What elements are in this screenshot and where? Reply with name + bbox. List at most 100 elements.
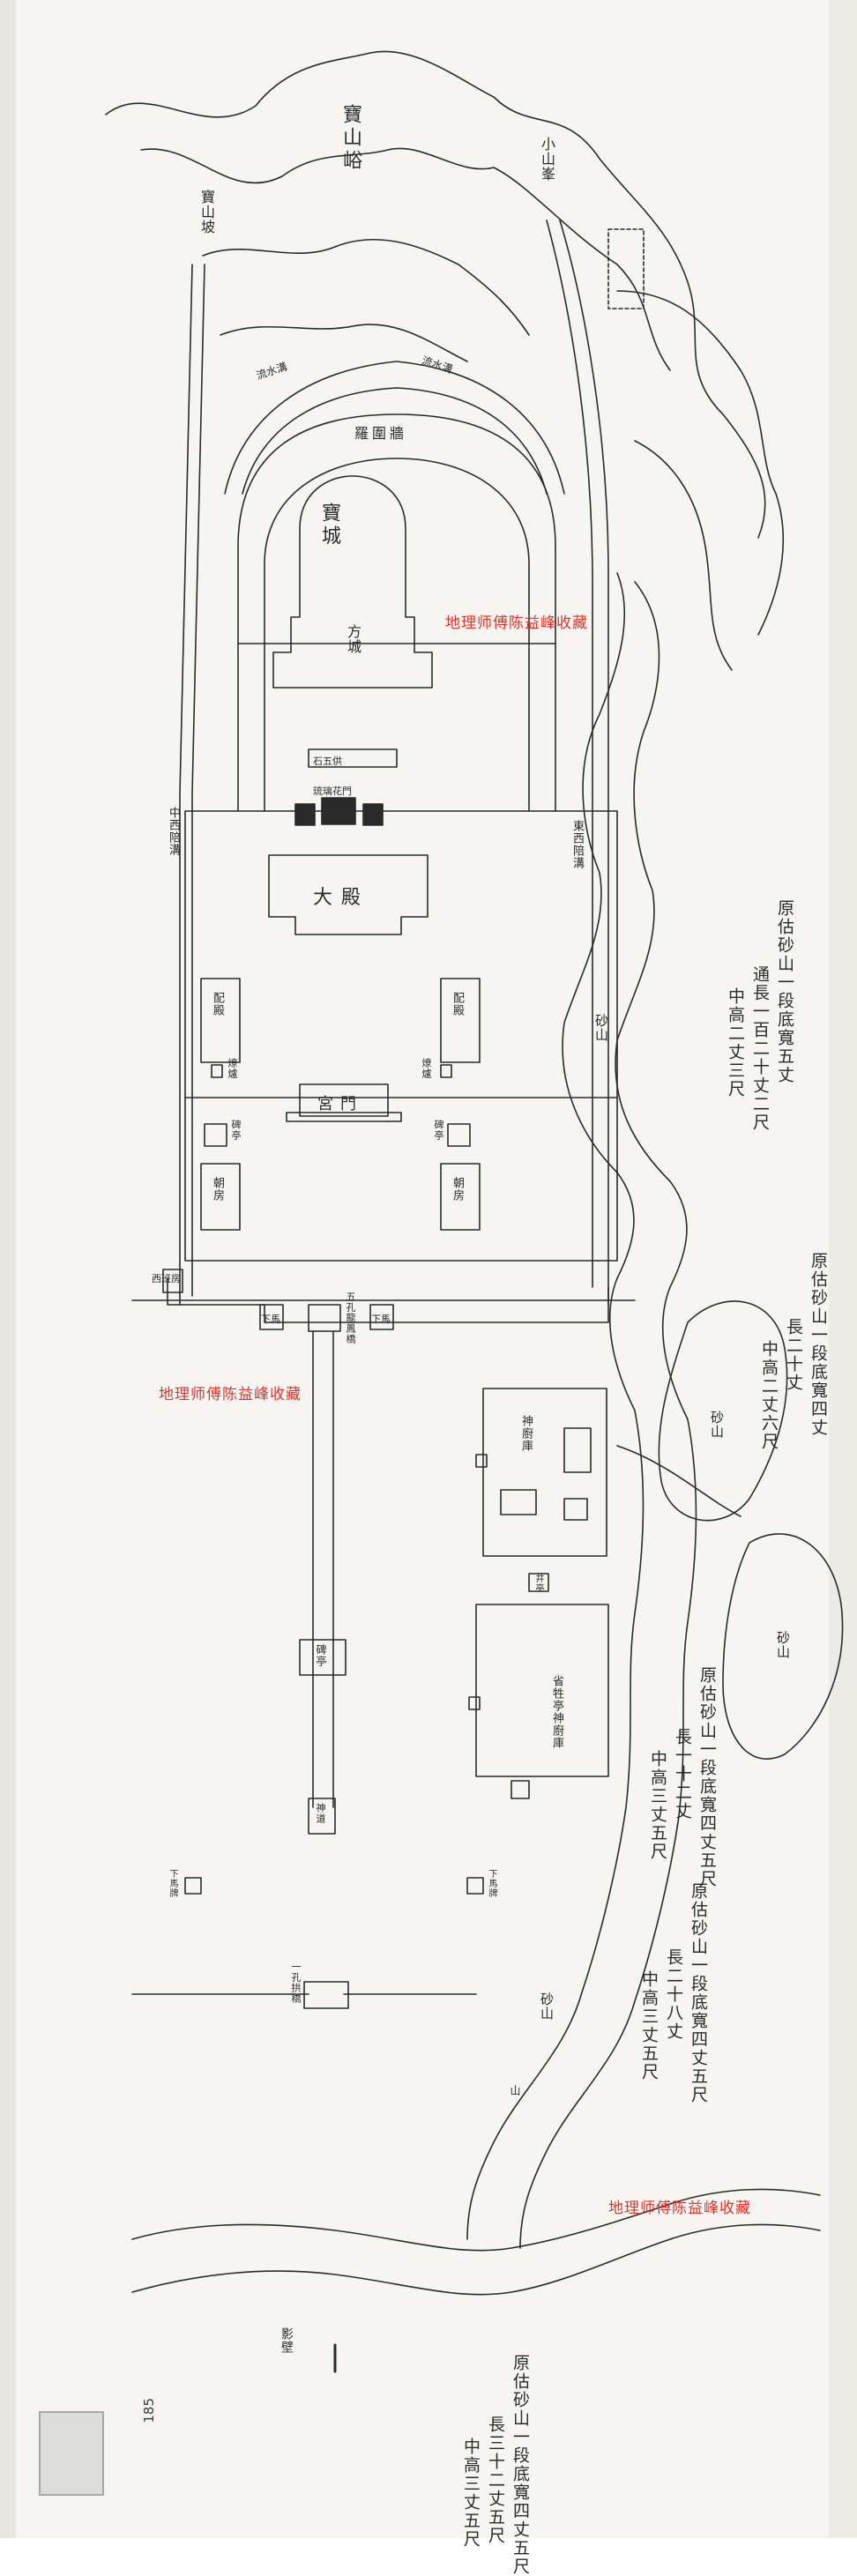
luo-wei-qiang-arc-inner	[242, 387, 548, 495]
south-bridge-box	[303, 1981, 349, 2009]
east-house-box	[440, 1163, 481, 1231]
note-1-col-1: 原估砂山一段底寬五丈	[775, 899, 794, 1084]
collector-seal-icon	[39, 2411, 104, 2496]
note-1-col-2: 通長一百二十丈二尺	[750, 965, 770, 1132]
mountain-range	[105, 50, 766, 539]
sand-hill-lobe-2	[722, 1533, 844, 1760]
west-pavilion-box	[204, 1123, 227, 1147]
chef-compound-box	[482, 1388, 607, 1557]
west-house-box	[200, 1163, 241, 1231]
paper-shadow-left	[0, 0, 16, 2538]
note-1-col-3: 中高二丈三尺	[726, 987, 745, 1098]
sacrifice-gate	[468, 1696, 481, 1710]
east-house-label: 朝房	[451, 1177, 464, 1202]
east-drain-label: 東西陪溝	[570, 820, 584, 869]
mountain-ridge-2	[202, 238, 530, 336]
east-wall-line	[559, 220, 609, 1306]
mountain-label: 山	[509, 2085, 521, 2096]
watermark-2: 地理师傅陈益峰收藏	[159, 1386, 302, 1403]
mountain-ridge-3	[220, 324, 468, 362]
east-burner-box	[440, 1064, 452, 1078]
dragon-bridge-box	[308, 1304, 341, 1332]
note-5-col-1: 原估砂山一段底寬四丈五尺	[510, 2354, 530, 2576]
note-3-col-1: 原估砂山一段底寬四丈五尺	[697, 1666, 717, 1888]
luo-wei-qiang-label: 羅圍牆	[354, 425, 408, 442]
sacrifice-compound-box	[475, 1604, 609, 1777]
palace-gate-step	[286, 1112, 402, 1122]
sand-hill-label-3: 砂山	[775, 1631, 791, 1659]
west-side-hall-box	[200, 978, 241, 1063]
note-4-col-1: 原估砂山一段底寬四丈五尺	[689, 1882, 708, 2104]
dragon-bridge-label: 五孔龍鳳橋	[345, 1292, 356, 1344]
mountain-ridge-inner	[140, 147, 671, 371]
east-pavilion-box	[447, 1123, 471, 1147]
left-gate-house	[259, 1304, 284, 1330]
west-gate-house-label: 下馬	[261, 1314, 280, 1325]
bottom-hill-2	[131, 2188, 821, 2252]
ravine-curve-1	[616, 1445, 741, 1517]
dismount-right-label: 下馬牌	[487, 1869, 496, 1898]
note-4-col-2: 長二十八丈	[664, 1948, 683, 2041]
gate-top-mid	[321, 797, 356, 825]
chef-gate	[475, 1454, 488, 1468]
spirit-road-label: 神道	[315, 1803, 326, 1824]
dismount-left-label: 下馬牌	[168, 1869, 177, 1898]
east-side-hall-label: 配殿	[451, 992, 464, 1016]
stone-altar	[308, 748, 398, 768]
palace-gate-label: 宮門	[317, 1095, 363, 1113]
sand-hill-lobe-1	[658, 1300, 788, 1522]
note-4-col-3: 中高三丈五尺	[639, 1970, 659, 2081]
main-peak-label: 寶山峪	[339, 104, 361, 173]
south-bridge-label: 一孔拱橋	[290, 1962, 302, 2004]
west-wall-line-outer	[191, 264, 205, 1297]
fang-cheng-label: 方城	[345, 624, 361, 654]
hill-ridge-right	[616, 290, 785, 636]
chef-inner-3	[563, 1498, 588, 1521]
well-pavilion-box	[528, 1573, 549, 1592]
dismount-left-box	[184, 1877, 202, 1895]
watermark-1: 地理师傅陈益峰收藏	[445, 614, 588, 632]
west-side-hall-label: 配殿	[211, 992, 224, 1016]
note-2-col-3: 中高二丈六尺	[759, 1340, 779, 1451]
stone-stairs	[607, 228, 645, 309]
sand-hill-east-bank	[466, 572, 645, 2240]
chef-compound-label: 神廚庫	[519, 1415, 533, 1452]
bao-cheng-inner	[264, 458, 530, 812]
east-side-hall-box	[440, 978, 481, 1063]
west-drain-label: 中西陪溝	[167, 807, 180, 856]
east-pavilion-label: 碑亭	[433, 1120, 444, 1141]
note-3-col-3: 中高三丈五尺	[648, 1750, 667, 1861]
east-gate-house-label: 下馬	[371, 1314, 391, 1325]
east-wall-line-inner	[546, 220, 593, 1288]
left-ridge-label: 寶山坡	[198, 190, 215, 235]
note-5-col-3: 中高三丈五尺	[461, 2438, 481, 2549]
gate-top-west	[294, 803, 316, 826]
paper-shadow-right	[829, 0, 857, 2538]
dismount-right-box	[466, 1877, 484, 1895]
gate-top-east	[362, 803, 384, 826]
luo-wei-qiang-arc	[224, 361, 565, 495]
note-3-col-2: 長一十二丈	[673, 1728, 692, 1820]
west-house-label: 朝房	[211, 1177, 224, 1202]
palace-enclosure	[184, 810, 618, 1262]
right-ridge-label: 小山峯	[539, 137, 555, 182]
east-burner-label: 燎爐	[421, 1058, 432, 1079]
stele-pavilion-label: 碑亭	[315, 1644, 327, 1667]
west-wall-line	[179, 264, 193, 1306]
right-gate-house	[369, 1304, 394, 1330]
sand-hill-label-1: 砂山	[593, 1014, 609, 1042]
main-hall-label: 大殿	[313, 887, 370, 909]
screen-wall-label: 影壁	[279, 2327, 294, 2354]
west-pavilion-label: 碑亭	[230, 1120, 242, 1141]
watermark-3: 地理师傅陈益峰收藏	[608, 2200, 751, 2217]
sacrifice-compound-label: 省牲亭神廚庫	[550, 1675, 563, 1749]
palace-gate-box	[299, 1083, 389, 1117]
gate-top-label: 琉璃花門	[313, 785, 352, 797]
stone-table-label: 石五供	[313, 756, 342, 767]
note-2-col-2: 長二十丈	[784, 1318, 803, 1392]
page-number: 185	[141, 2398, 157, 2423]
west-burner-label: 燎爐	[227, 1058, 238, 1079]
spirit-road-end	[308, 1798, 336, 1835]
